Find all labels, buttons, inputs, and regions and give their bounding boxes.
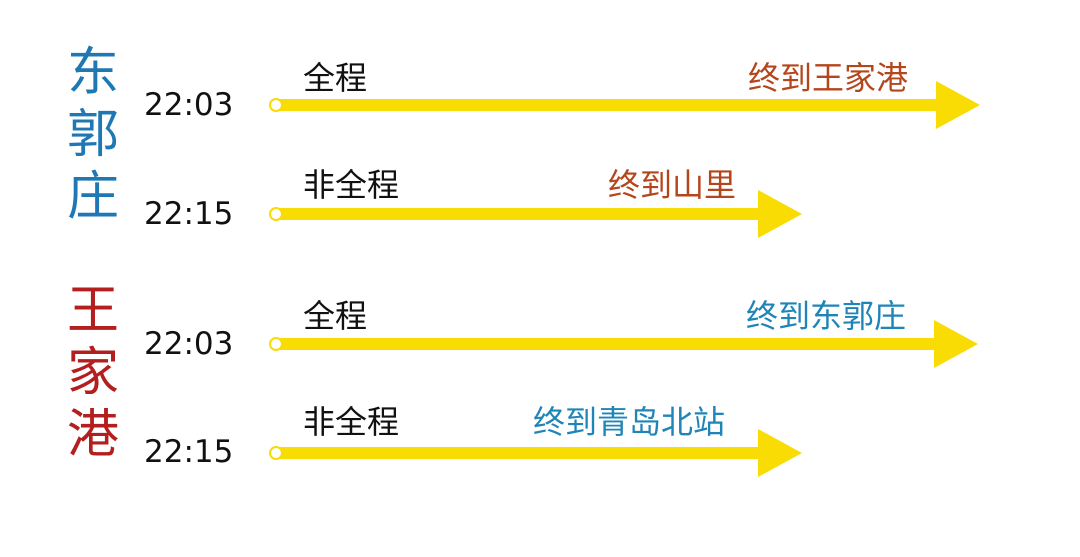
- service-type: 非全程: [303, 403, 400, 441]
- departure-time: 22:03: [144, 87, 234, 123]
- departure-time: 22:15: [144, 196, 234, 232]
- departure-time: 22:15: [144, 434, 234, 470]
- station-char: 家: [66, 343, 119, 403]
- station-char: 庄: [66, 167, 119, 227]
- service-type: 全程: [303, 297, 368, 335]
- station-char: 王: [66, 281, 119, 341]
- destination-label: 终到青岛北站: [533, 403, 726, 441]
- service-type: 非全程: [303, 166, 400, 204]
- station-name-wangjiagang: 王 家 港: [62, 280, 124, 466]
- destination-label: 终到东郭庄: [746, 297, 907, 335]
- departure-time: 22:03: [144, 326, 234, 362]
- station-char: 郭: [66, 105, 119, 165]
- route-arrow-full: [269, 320, 978, 368]
- route-arrow-partial: [269, 429, 802, 477]
- destination-label: 终到王家港: [748, 59, 909, 97]
- service-type: 全程: [303, 59, 368, 97]
- route-arrow-partial: [269, 190, 802, 238]
- station-name-donggouzhuang: 东 郭 庄: [62, 42, 124, 228]
- destination-label: 终到山里: [608, 166, 737, 204]
- station-char: 东: [66, 43, 119, 103]
- station-char: 港: [66, 405, 119, 465]
- route-arrow-full: [269, 81, 980, 129]
